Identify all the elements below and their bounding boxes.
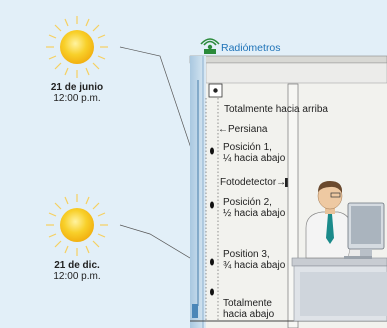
sun-icon-december xyxy=(46,194,108,256)
label-position-2-line1: Posición 2, xyxy=(223,197,272,208)
label-position-1-line1: Posición 1, xyxy=(223,142,272,153)
sun-caption-june: 21 de junio 12:00 p.m. xyxy=(42,82,112,104)
radiometers-label: Radiómetros xyxy=(221,42,281,54)
label-fully-down-line1: Totalmente xyxy=(223,298,272,309)
label-fully-up: Totalmente hacia arriba xyxy=(224,104,328,115)
computer-monitor xyxy=(344,202,385,259)
sun-date-june: 21 de junio xyxy=(50,82,104,93)
radiometer-icon xyxy=(200,38,220,54)
label-position-3-line2: ¾ hacia abajo xyxy=(223,260,286,271)
label-position-3-line1: Position 3, xyxy=(223,249,270,260)
label-position-3: Position 3, ¾ hacia abajo xyxy=(223,249,285,271)
sun-caption-december: 21 de dic. 12:00 p.m. xyxy=(42,260,112,282)
label-photodetector: Fotodetector→ xyxy=(220,177,287,188)
ceiling-fascia xyxy=(205,62,387,84)
desk xyxy=(291,257,387,267)
label-fully-down: Totalmente hacia abajo xyxy=(223,298,274,320)
label-fully-down-line2: hacia abajo xyxy=(223,309,275,320)
sun-date-december: 21 de dic. xyxy=(54,260,100,271)
sun-icon-june xyxy=(46,16,108,78)
label-position-1-line2: ¼ hacia abajo xyxy=(223,153,286,164)
sun-time-december: 12:00 p.m. xyxy=(53,271,101,282)
label-position-2-line2: ½ hacia abajo xyxy=(223,208,286,219)
label-blind: ←Persiana xyxy=(218,124,268,135)
label-position-1: Posición 1, ¼ hacia abajo xyxy=(223,142,285,164)
label-position-2: Posición 2, ½ hacia abajo xyxy=(223,197,285,219)
photodetector-sensor xyxy=(285,178,289,187)
sun-time-june: 12:00 p.m. xyxy=(53,93,101,104)
roof-slab xyxy=(189,55,387,64)
interior-post xyxy=(287,83,299,328)
blind-position-markers xyxy=(210,147,214,296)
